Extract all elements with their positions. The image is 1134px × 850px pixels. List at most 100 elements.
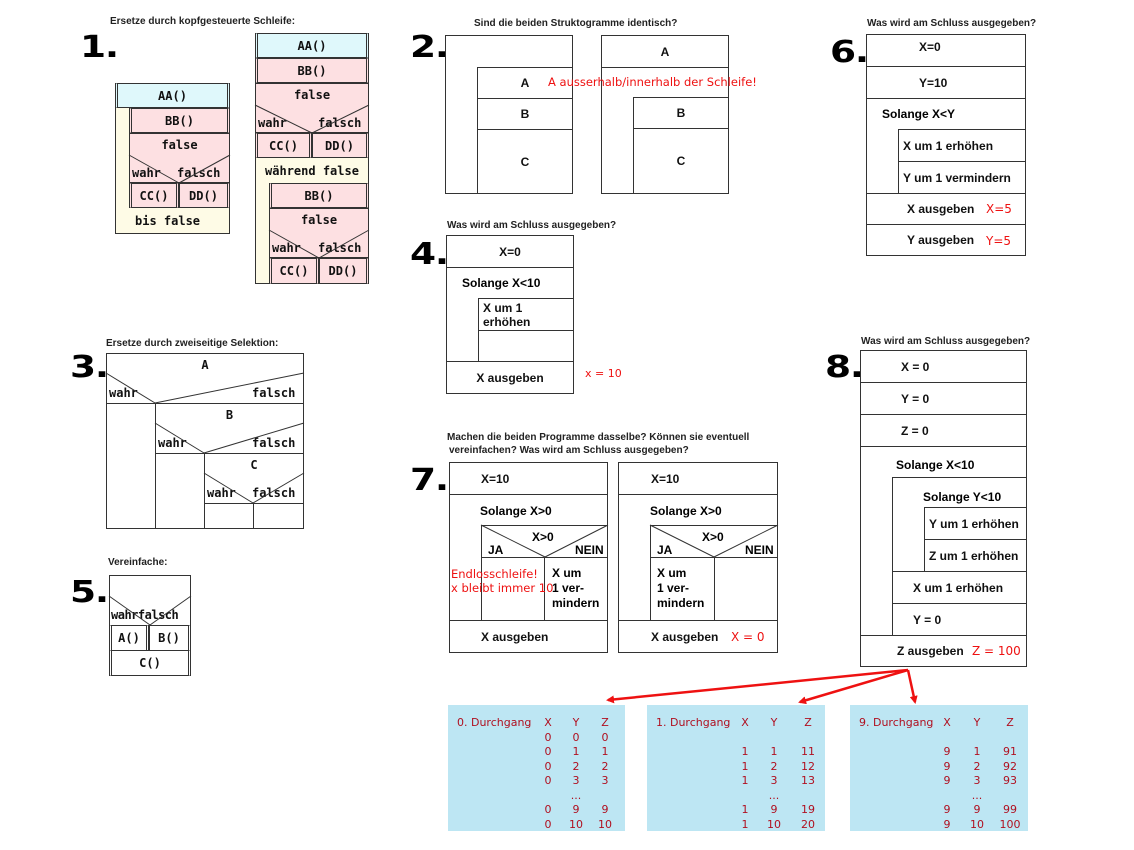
no-label: NEIN (575, 543, 604, 557)
condition-label: false (293, 88, 331, 102)
no-label: NEIN (745, 543, 774, 557)
task-4-title: Was wird am Schluss ausgegeben? (447, 220, 617, 231)
condition-b: B (225, 408, 234, 422)
yes-no-labels: wahrfalsch (111, 608, 179, 622)
stmt-bb-2: BB() (269, 183, 369, 208)
outer-loop-label: Solange X<10 (896, 458, 975, 472)
task-number-2: 2. (410, 30, 449, 65)
yes-label: wahr (111, 608, 138, 622)
stmt-init: X=10 (618, 462, 778, 495)
stmt-body: X um 1 ver- mindern (657, 566, 705, 610)
yes-label-c: wahr (207, 486, 236, 500)
task-number-6: 6. (830, 35, 869, 70)
task-number-8: 8. (825, 350, 864, 385)
stmt-a: A (601, 35, 729, 68)
task-2-answer: A ausserhalb/innerhalb der Schleife! (548, 75, 757, 89)
no-label-a: falsch (252, 386, 296, 400)
yes-label-b: wahr (158, 436, 187, 450)
stmt-output: Z ausgeben (860, 635, 1027, 667)
no-label: falsch (177, 166, 221, 180)
condition-label: false (161, 138, 198, 152)
stmt-inc-x: X um 1 erhöhen (898, 129, 1026, 162)
inner-loop-label: Solange Y<10 (923, 490, 1002, 504)
arrow-to-trace-1 (798, 668, 909, 705)
task-6-answer-y: Y=5 (986, 234, 1012, 248)
stmt-b: B (477, 98, 573, 130)
stmt-a: A (477, 67, 573, 99)
stmt-empty (478, 330, 574, 362)
while-label: während false (265, 164, 359, 178)
trace-label: 9. Durchgang (859, 716, 934, 729)
task-6-answer-x: X=5 (986, 202, 1012, 216)
task-3-title: Ersetze durch zweiseitige Selektion: (106, 338, 279, 349)
stmt-c: C() (109, 650, 191, 676)
condition-label: X>0 (532, 530, 554, 544)
stmt-output: X ausgeben (449, 620, 608, 653)
stmt-a: A() (109, 625, 149, 651)
stmt-z-inc: Z um 1 erhöhen (924, 539, 1027, 572)
yes-label: JA (657, 543, 673, 557)
task-1-title: Ersetze durch kopfgesteuerte Schleife: (110, 16, 296, 27)
stmt-body: X um 1 ver- mindern (552, 566, 600, 610)
stmt-x-init: X=0 (866, 34, 1026, 67)
stmt-y-reset: Y = 0 (892, 603, 1027, 636)
task-number-7: 7. (410, 463, 449, 498)
stmt-z-init: Z = 0 (860, 414, 1027, 447)
loop-label: Solange X<Y (882, 107, 956, 121)
no-label-b: falsch (252, 436, 296, 450)
arrow-to-trace-9 (906, 669, 918, 704)
yes-label: wahr (132, 166, 161, 180)
stmt-aa: AA() (115, 83, 230, 108)
loop-label: Solange X>0 (650, 504, 722, 518)
task-7-answer-left: Endlosschleife! x bleibt immer 10 (451, 567, 554, 595)
stmt-dec-y: Y um 1 vermindern (898, 161, 1026, 194)
condition-c: C (250, 458, 258, 472)
condition-label: X>0 (702, 530, 724, 544)
stmt-c: C (633, 128, 729, 194)
stmt-c: C (477, 129, 573, 194)
task-8-title: Was wird am Schluss ausgegeben? (861, 336, 1031, 347)
no-label: falsch (137, 608, 179, 622)
branch-no (544, 557, 608, 621)
stmt-init: X=10 (449, 462, 608, 495)
stmt-cc: CC() (129, 183, 179, 208)
no-label-c: falsch (252, 486, 296, 500)
stmt-y-init: Y=10 (866, 66, 1026, 99)
task-number-4: 4. (410, 237, 449, 272)
task-6-title: Was wird am Schluss ausgegeben? (867, 18, 1037, 29)
task-8-answer: Z = 100 (972, 644, 1021, 658)
stmt-output: X ausgeben (618, 620, 778, 653)
stmt-dd: DD() (179, 183, 230, 208)
stmt-bb: BB() (255, 58, 369, 83)
stmt-cc-2: CC() (269, 258, 319, 284)
task-number-3: 3. (70, 350, 109, 385)
task-number-1: 1. (80, 30, 119, 65)
trace-label: 0. Durchgang (457, 716, 532, 729)
stmt-dd-2: DD() (319, 258, 369, 284)
condition-a: A (201, 358, 209, 372)
task-5-title: Vereinfache: (108, 557, 168, 568)
task-4-answer: x = 10 (585, 367, 622, 380)
no-label: falsch (318, 116, 362, 130)
trace-label: 1. Durchgang (656, 716, 731, 729)
stmt-x-init: X = 0 (860, 350, 1027, 383)
yes-label: JA (488, 543, 504, 557)
stmt-output-x: X ausgeben (866, 193, 1026, 225)
yes-label-a: wahr (109, 386, 138, 400)
stmt-x-inc: X um 1 erhöhen (892, 571, 1027, 604)
yes-label: wahr (258, 116, 287, 130)
loop-label: Solange X>0 (480, 504, 552, 518)
condition-label-2: false (300, 213, 338, 227)
stmt-b: B() (149, 625, 191, 651)
stmt-dd: DD() (312, 133, 369, 158)
stmt-b: B (633, 97, 729, 129)
task-2-title: Sind die beiden Struktogramme identisch? (474, 18, 678, 29)
